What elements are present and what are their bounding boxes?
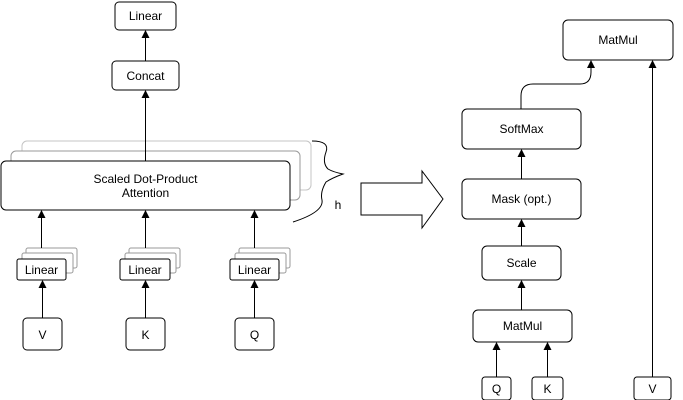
scale-label: Scale: [506, 256, 536, 270]
top-linear-label: Linear: [129, 9, 162, 23]
h-label: h: [335, 198, 342, 212]
attention-label-line2: Attention: [122, 186, 169, 200]
softmax-label: SoftMax: [499, 122, 543, 136]
linear-k-label: Linear: [128, 263, 161, 277]
mask-label: Mask (opt.): [491, 192, 551, 206]
right-input-q-label: Q: [492, 382, 501, 396]
input-k-label: K: [141, 328, 149, 342]
attention-label-line1: Scaled Dot-Product: [93, 172, 198, 186]
linear-q-label: Linear: [238, 263, 271, 277]
input-q-label: Q: [250, 328, 259, 342]
arrow-softmax-to-matmul: [520, 60, 595, 109]
matmul-bottom-box: [472, 309, 573, 343]
right-input-k-label: K: [543, 382, 551, 396]
matmul-bottom-label: MatMul: [503, 319, 542, 333]
linear-v-label: Linear: [25, 263, 58, 277]
right-input-v-label: V: [648, 382, 656, 396]
h-brace: [292, 140, 345, 223]
input-v-label: V: [38, 328, 46, 342]
matmul-top-box: [562, 19, 674, 61]
transition-arrow: [360, 169, 444, 230]
concat-label: Concat: [126, 69, 165, 83]
matmul-top-label: MatMul: [598, 33, 637, 47]
